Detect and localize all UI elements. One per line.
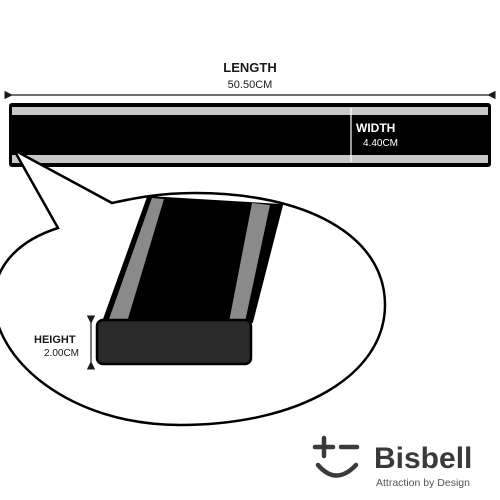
magnetic-strip-top-view: WIDTH 4.40CM (9, 103, 491, 167)
strip-end-3d (95, 195, 284, 366)
bisbell-logo: Bisbell Attraction by Design (312, 435, 472, 489)
length-value: 50.50CM (228, 79, 273, 91)
width-label: WIDTH (356, 121, 395, 135)
right-stripe-3d (229, 203, 270, 322)
length-label: LENGTH (223, 60, 276, 75)
height-value: 2.00CM (44, 348, 79, 359)
top-stripe (12, 107, 488, 115)
width-value: 4.40CM (363, 138, 398, 149)
brand-name: Bisbell (374, 442, 472, 475)
left-stripe-3d (108, 198, 164, 322)
front-face (95, 318, 253, 366)
bisbell-logo-icon (312, 435, 360, 478)
height-label: HEIGHT (34, 334, 76, 346)
bottom-stripe (12, 155, 488, 163)
brand-tagline: Attraction by Design (376, 477, 470, 489)
